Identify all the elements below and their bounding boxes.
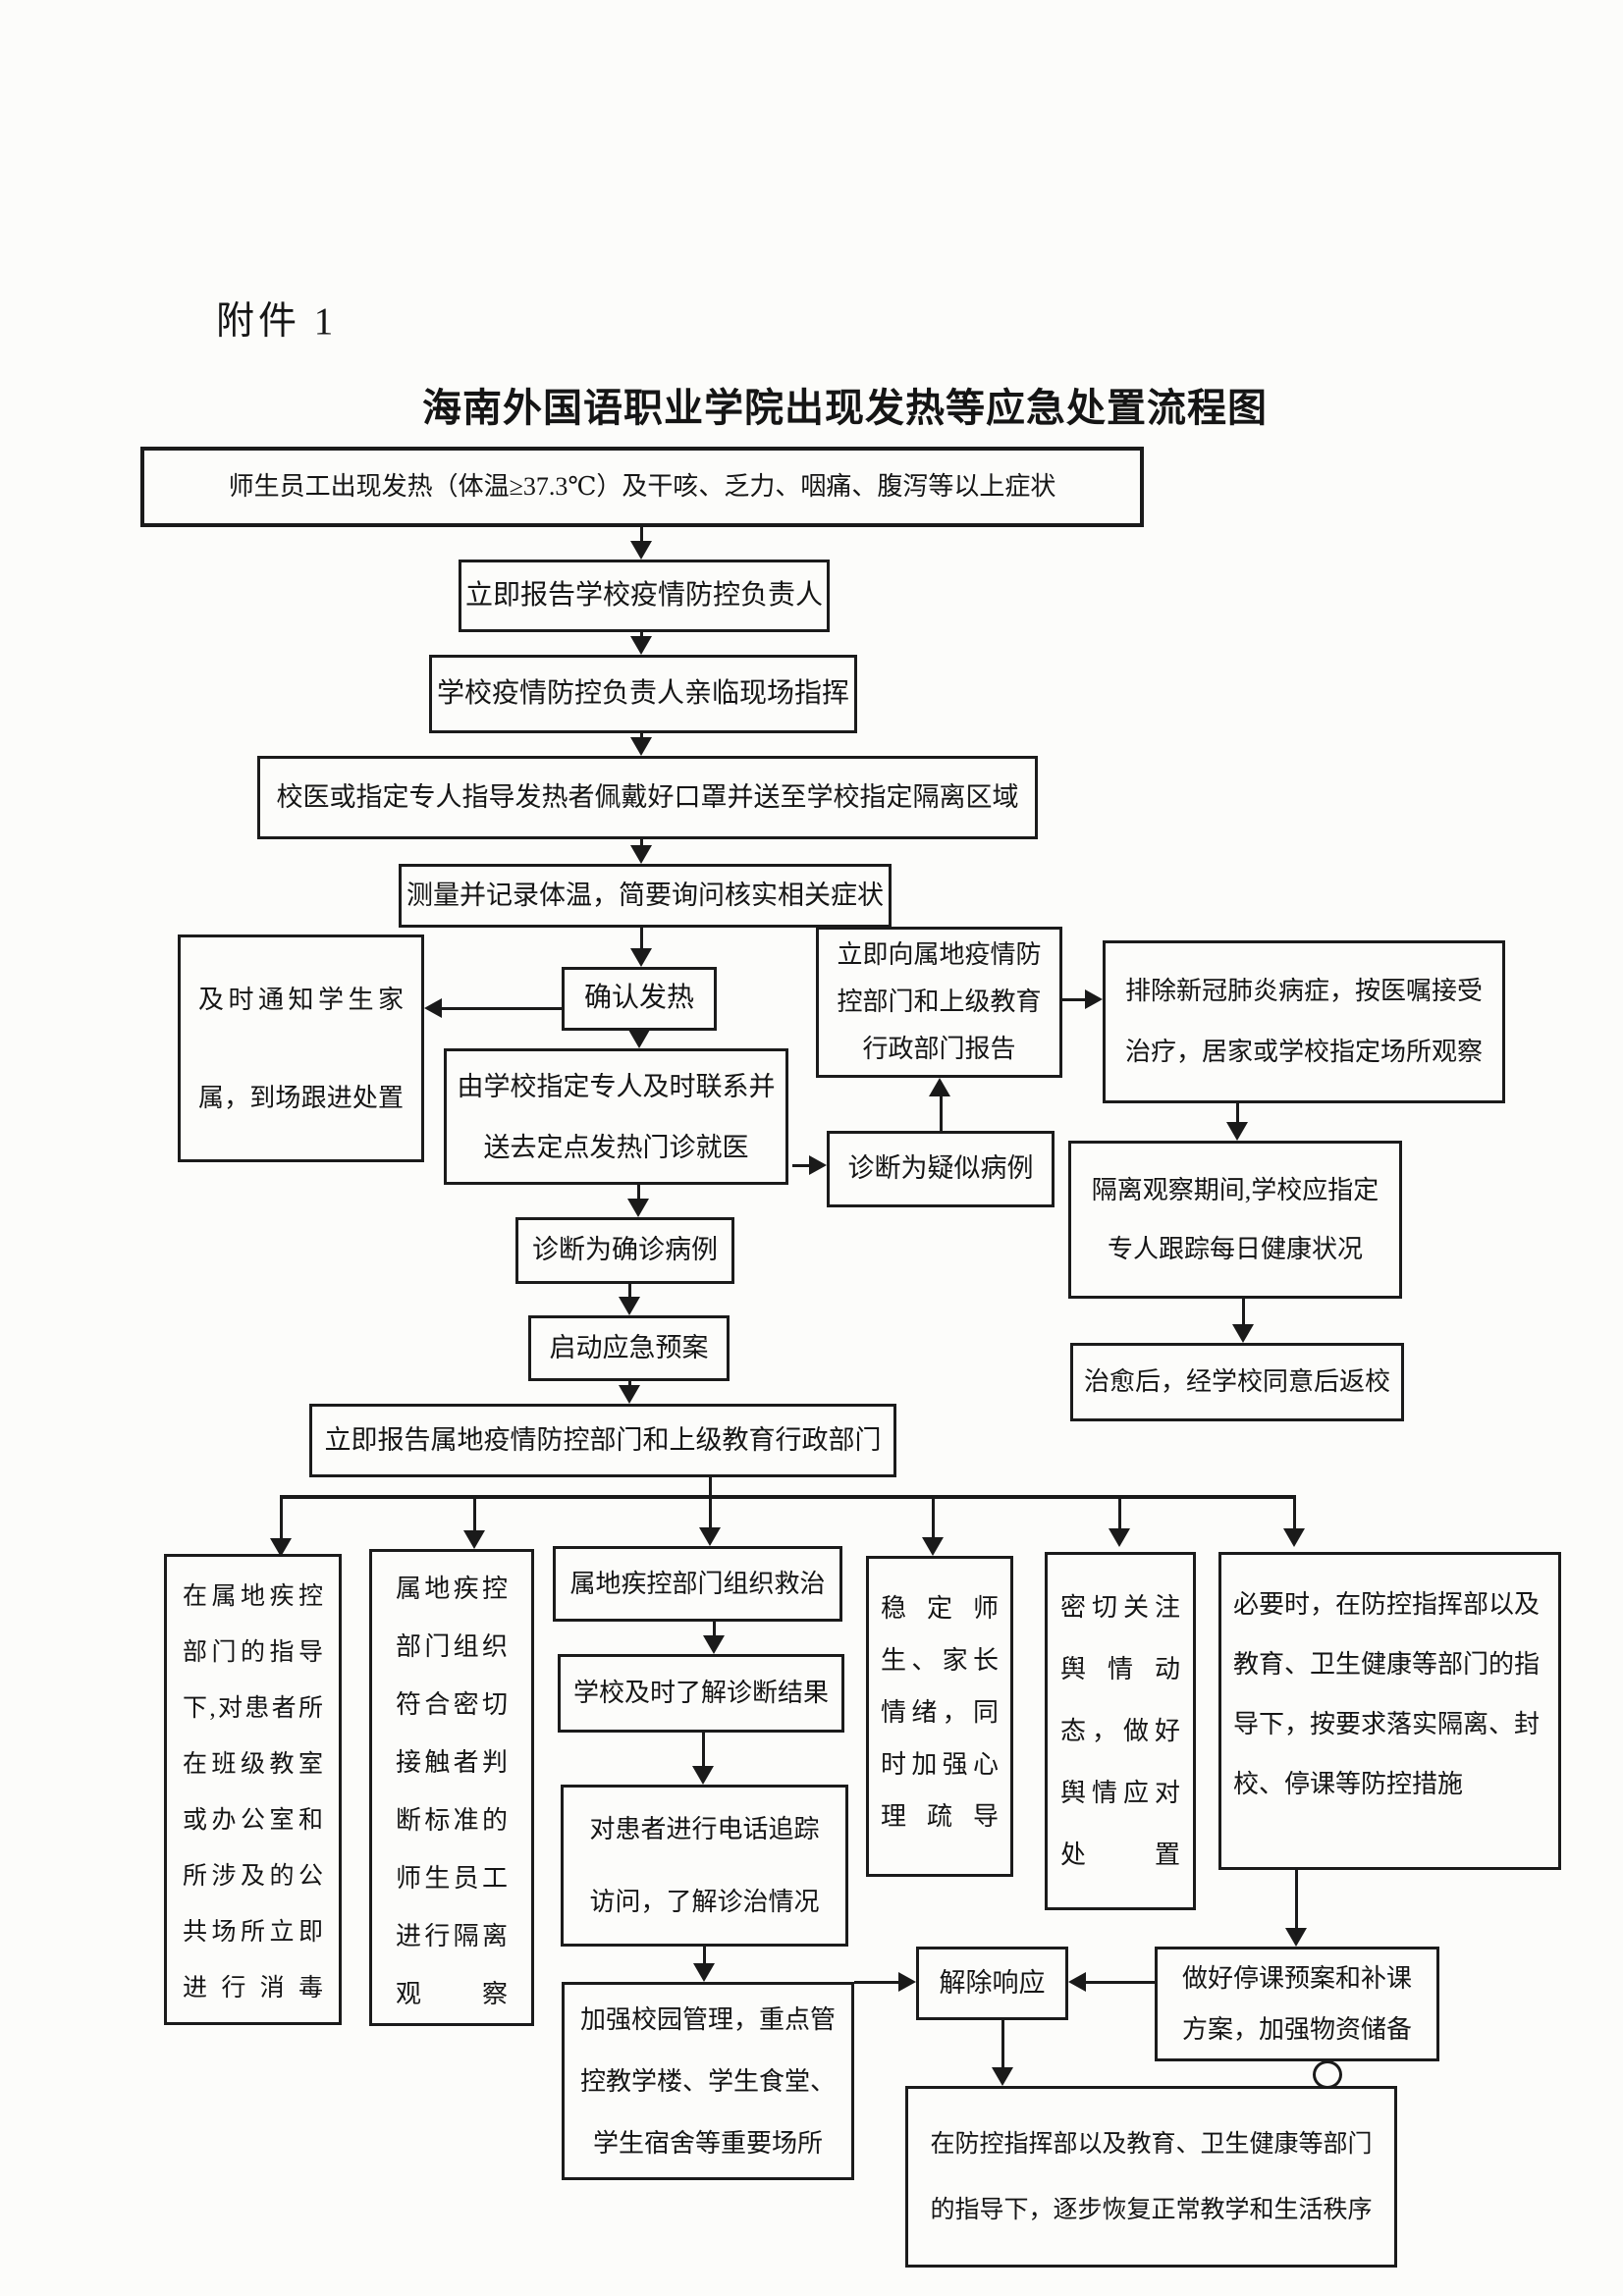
arrow-lockdown-suspension [1295, 1870, 1298, 1929]
page-title: 海南外国语职业学院出现发热等应急处置流程图 [422, 386, 1268, 430]
arrow-suspected-reportauthorities [940, 1095, 943, 1134]
arrow-learnresult-phonefollow [702, 1733, 705, 1767]
node-report-leader: 立即报告学校疫情防控负责人 [459, 560, 830, 632]
arrow-launchplan-reportall [628, 1381, 631, 1386]
arrow-phonefollow-campuscontrol [703, 1947, 706, 1964]
arrowhead-campuscontrol-release [898, 1972, 916, 1992]
arrowhead-sendclinic-confirmed [627, 1199, 649, 1217]
arrowhead-cdctreatment-learnresult [703, 1635, 725, 1654]
arrow-confirm-notifyparents [442, 1007, 562, 1010]
node-return-school: 治愈后，经学校同意后返校 [1070, 1343, 1404, 1421]
arrow-reportleader-sitecommand [640, 632, 643, 638]
arrowhead-reportauthorities-excluded [1085, 989, 1103, 1009]
node-launch-plan: 启动应急预案 [528, 1315, 730, 1381]
branch-drop-disinfect [280, 1495, 283, 1539]
arrowhead-suspension-release [1068, 1972, 1086, 1992]
arrowhead-measure-confirm [630, 948, 652, 967]
node-disinfect: 在属地疾控 部门的指导 下,对患者所 在班级教室 或办公室和 所涉及的公 共场所… [164, 1554, 342, 2025]
arrowhead-drop-lockdown [1283, 1528, 1305, 1547]
arrowhead-lockdown-suspension [1285, 1928, 1307, 1947]
node-public-opinion: 密切关注 舆情动 态，做好 舆情应对 处置 [1045, 1552, 1196, 1910]
arrow-sitecommand-escort [640, 733, 643, 739]
node-quarantine-follow: 隔离观察期间,学校应指定 专人跟踪每日健康状况 [1068, 1141, 1402, 1299]
arrow-suspension-release [1086, 1981, 1155, 1984]
branch-drop-isolatecontacts [473, 1495, 476, 1531]
arrow-sendclinic-confirmed [637, 1185, 640, 1200]
node-report-authorities: 立即向属地疫情防 控部门和上级教育 行政部门报告 [816, 927, 1062, 1078]
arrowhead-confirm-sendclinic [628, 1030, 650, 1048]
arrow-start-reportleader [640, 527, 643, 543]
arrow-sendclinic-suspected [792, 1164, 810, 1167]
arrowhead-excluded-quarantine [1226, 1122, 1248, 1141]
node-confirm-fever: 确认发热 [562, 967, 717, 1031]
branch-drop-opinion [1118, 1495, 1121, 1529]
arrow-cdctreatment-learnresult [713, 1622, 716, 1636]
arrow-excluded-quarantine [1236, 1103, 1239, 1123]
arrowhead-suspected-reportauthorities [929, 1078, 950, 1096]
arrowhead-drop-disinfect [270, 1538, 292, 1557]
node-site-command: 学校疫情防控负责人亲临现场指挥 [429, 655, 857, 733]
arrowhead-sitecommand-escort [630, 737, 652, 756]
arrowhead-quarantine-return [1232, 1324, 1254, 1343]
attachment-label: 附件 1 [216, 300, 338, 343]
arrow-release-resume [1001, 2020, 1004, 2068]
node-phone-follow: 对患者进行电话追踪 访问，了解诊治情况 [561, 1785, 848, 1947]
branch-drop-lockdown [1293, 1495, 1296, 1529]
node-excluded-case: 排除新冠肺炎病症，按医嘱接受 治疗，居家或学校指定场所观察 [1103, 940, 1505, 1103]
arrow-reportauthorities-excluded [1062, 998, 1086, 1001]
node-report-all: 立即报告属地疫情防控部门和上级教育行政部门 [309, 1404, 896, 1477]
arrowhead-sendclinic-suspected [809, 1155, 827, 1175]
node-measure-temp: 测量并记录体温，简要询问核实相关症状 [399, 864, 892, 928]
arrow-quarantine-return [1242, 1299, 1245, 1325]
node-confirmed-case: 诊断为确诊病例 [515, 1217, 734, 1284]
node-suspected-case: 诊断为疑似病例 [827, 1131, 1055, 1207]
arrowhead-stem-cdctreatment [699, 1527, 721, 1546]
arrowhead-start-reportleader [630, 541, 652, 560]
node-send-clinic: 由学校指定专人及时联系并 送去定点发热门诊就医 [444, 1048, 788, 1185]
arrowhead-drop-isolatecontacts [463, 1530, 485, 1549]
arrowhead-launchplan-reportall [619, 1385, 640, 1404]
node-notify-parents: 及时通知学生家 属，到场跟进处置 [178, 934, 424, 1162]
arrow-measure-confirm [640, 928, 643, 949]
node-release-response: 解除响应 [916, 1947, 1068, 2020]
arrowhead-drop-opinion [1109, 1528, 1130, 1547]
node-suspension-plan: 做好停课预案和补课 方案，加强物资储备 [1155, 1947, 1439, 2061]
node-stabilize-emotion: 稳定师 生、家长 情绪，同 时加强心 理疏导 [866, 1556, 1013, 1877]
node-isolate-contacts: 属地疾控 部门组织 符合密切 接触者判 断标准的 师生员工 进行隔离 观察 [369, 1549, 534, 2026]
circle-mark [1313, 2060, 1342, 2089]
arrow-campuscontrol-release [854, 1981, 898, 1984]
node-cdc-treatment: 属地疾控部门组织救治 [553, 1546, 842, 1622]
node-resume-order: 在防控指挥部以及教育、卫生健康等部门 的指导下，逐步恢复正常教学和生活秩序 [905, 2086, 1397, 2268]
arrowhead-reportleader-sitecommand [630, 636, 652, 655]
branch-hline [281, 1495, 1296, 1499]
arrow-escort-measure [640, 839, 643, 847]
node-campus-control: 加强校园管理，重点管 控教学楼、学生食堂、 学生宿舍等重要场所 [562, 1982, 854, 2180]
arrow-confirmed-launchplan [628, 1284, 631, 1298]
arrowhead-confirm-notifyparents [424, 998, 442, 1018]
node-lockdown-measures: 必要时，在防控指挥部以及 教育、卫生健康等部门的指 导下，按要求落实隔离、封 校… [1218, 1552, 1561, 1870]
arrowhead-release-resume [992, 2067, 1013, 2086]
arrowhead-drop-stabilize [922, 1537, 944, 1556]
arrowhead-learnresult-phonefollow [692, 1766, 714, 1785]
arrow-reportall-stem [709, 1477, 712, 1528]
arrowhead-confirmed-launchplan [619, 1297, 640, 1315]
node-start-symptoms: 师生员工出现发热（体温≥37.3℃）及干咳、乏力、咽痛、腹泻等以上症状 [140, 447, 1144, 527]
node-escort-isolation: 校医或指定专人指导发热者佩戴好口罩并送至学校指定隔离区域 [257, 756, 1038, 839]
arrowhead-escort-measure [630, 845, 652, 864]
node-learn-result: 学校及时了解诊断结果 [558, 1654, 844, 1733]
arrowhead-phonefollow-campuscontrol [693, 1963, 715, 1982]
branch-drop-stabilize [932, 1495, 935, 1538]
